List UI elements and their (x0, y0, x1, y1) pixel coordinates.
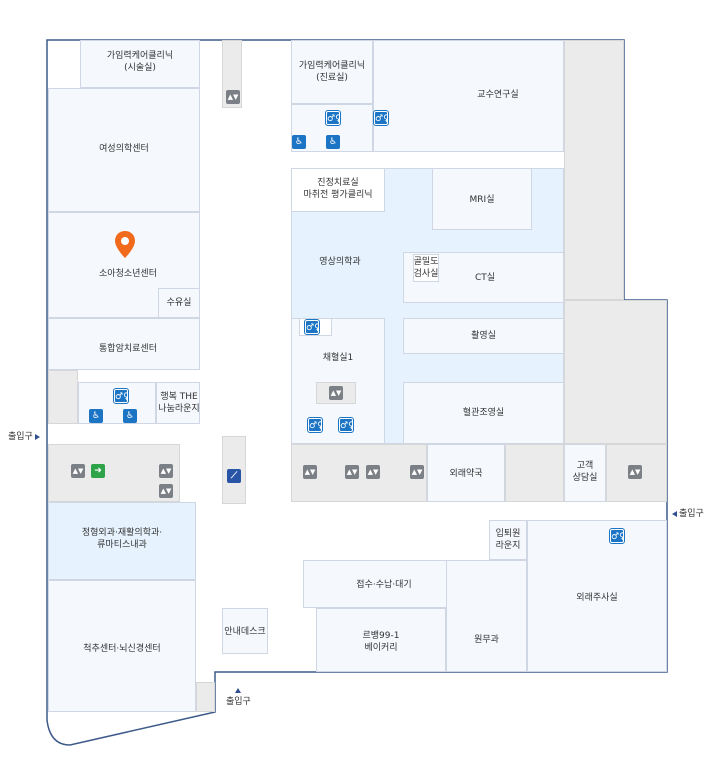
room-service-right-mid (564, 300, 667, 444)
elevator-icon: ▲▼ (345, 465, 359, 479)
arrow-right-icon (34, 433, 40, 440)
label-inpatient-lounge: 입퇴원 라운지 (495, 529, 521, 551)
room-service-left-lower (48, 444, 180, 502)
room-admin-office[interactable] (446, 560, 527, 672)
room-women-center[interactable] (48, 88, 200, 212)
elevator-icon: ▲▼ (410, 465, 424, 479)
room-outpatient-injection[interactable] (527, 520, 667, 672)
label-happy-lounge: 행복 THE 나눔라운지 (158, 392, 200, 414)
room-outpatient-pharmacy[interactable] (427, 444, 505, 502)
room-gairyeok-exam[interactable] (291, 40, 373, 104)
room-happy-lounge[interactable] (156, 382, 200, 424)
entrance-right: 출입구 (672, 506, 704, 519)
arrow-up-icon (235, 688, 242, 693)
label-women-center: 여성의학센터 (99, 144, 149, 154)
label-info-desk: 안내데스크 (224, 627, 266, 637)
room-bone-density[interactable] (413, 254, 439, 282)
elevator-icon: ▲▼ (628, 465, 642, 479)
room-service-row-2 (505, 444, 564, 502)
accessible-icon: ♿ (292, 135, 306, 149)
label-bakery: 르뱅99-1 베이커리 (362, 631, 400, 653)
accessible-icon: ♿ (89, 409, 103, 423)
elevator-icon: ▲▼ (329, 386, 343, 400)
room-sedation-clinic[interactable] (291, 168, 385, 212)
elevator-icon: ▲▼ (71, 464, 85, 478)
label-outpatient-injection: 외래주사실 (576, 593, 618, 603)
escalator-icon: ⟋ (227, 469, 241, 483)
entrance-right-label: 출입구 (679, 509, 704, 519)
label-bone-density: 골밀도 검사실 (413, 257, 439, 279)
room-professor-lab[interactable] (373, 40, 564, 152)
entrance-bottom-label: 출입구 (226, 697, 251, 707)
exit-icon: ➜ (91, 464, 105, 478)
label-mri: MRI실 (469, 195, 495, 205)
room-service-right-top (564, 40, 624, 300)
label-radiology: 영상의학과 (319, 257, 361, 267)
elevator-icon: ▲▼ (226, 90, 240, 104)
label-reception: 접수·수납·대기 (356, 580, 412, 590)
label-gairyeok-surgery: 가임력케어클리닉 (시술실) (106, 51, 174, 73)
location-pin-icon (115, 231, 135, 258)
room-xray[interactable] (403, 318, 564, 354)
room-inpatient-lounge[interactable] (489, 520, 527, 560)
label-sedation-clinic: 진정치료실 마취전 평가클리닉 (303, 178, 373, 200)
elevator-icon: ▲▼ (159, 464, 173, 478)
label-outpatient-pharmacy: 외래약국 (449, 469, 483, 479)
room-integrative-center[interactable] (48, 318, 200, 370)
restroom-icon: ♂♀ (609, 528, 626, 544)
elevator-icon: ▲▼ (303, 465, 317, 479)
label-customer-counsel: 고객 상담실 (572, 461, 598, 483)
restroom-icon: ♂♀ (307, 417, 324, 433)
label-pediatric-center: 소아청소년센터 (99, 269, 157, 279)
restroom-icon: ♂♀ (325, 110, 342, 126)
label-gairyeok-exam: 가임력케어클리닉 (진료실) (298, 61, 366, 83)
restroom-icon: ♂♀ (338, 417, 355, 433)
room-spine-center[interactable] (48, 580, 196, 712)
entrance-left-label: 출입구 (8, 432, 33, 442)
room-angiography[interactable] (403, 382, 564, 444)
accessible-icon: ♿ (123, 409, 137, 423)
entrance-bottom: 출입구 (226, 688, 251, 707)
room-mri[interactable] (432, 168, 532, 230)
accessible-icon: ♿ (326, 135, 340, 149)
room-service-bottom (196, 682, 215, 712)
room-info-desk[interactable] (222, 608, 268, 654)
room-orthopedics[interactable] (48, 502, 196, 580)
room-service-left (48, 370, 78, 424)
restroom-icon: ♂♀ (113, 388, 130, 404)
label-nursing: 수유실 (166, 298, 192, 308)
label-integrative-center: 통합암치료센터 (99, 344, 157, 354)
room-service-row (291, 444, 427, 502)
room-blood-draw[interactable] (291, 318, 385, 444)
entrance-left: 출입구 (8, 429, 40, 442)
label-blood-draw: 채혈실1 (322, 353, 354, 363)
restroom-icon: ♂♀ (373, 110, 390, 126)
label-admin-office: 원무과 (474, 635, 499, 645)
restroom-icon: ♂♀ (304, 319, 321, 335)
label-spine-center: 척추센터·뇌신경센터 (83, 644, 161, 654)
label-xray: 촬영실 (471, 331, 496, 341)
elevator-icon: ▲▼ (366, 465, 380, 479)
room-customer-counsel[interactable] (564, 444, 606, 502)
label-angiography: 혈관조영실 (462, 408, 505, 418)
room-bakery[interactable] (316, 608, 446, 672)
elevator-icon: ▲▼ (159, 484, 173, 498)
label-orthopedics: 정형외과·재활의학과· 류마티스내과 (81, 528, 163, 550)
arrow-left-icon (672, 510, 677, 517)
room-nursing[interactable] (158, 288, 200, 318)
label-ct: CT실 (474, 273, 496, 283)
label-professor-lab: 교수연구실 (477, 90, 519, 100)
room-gairyeok-surgery[interactable] (80, 40, 200, 88)
